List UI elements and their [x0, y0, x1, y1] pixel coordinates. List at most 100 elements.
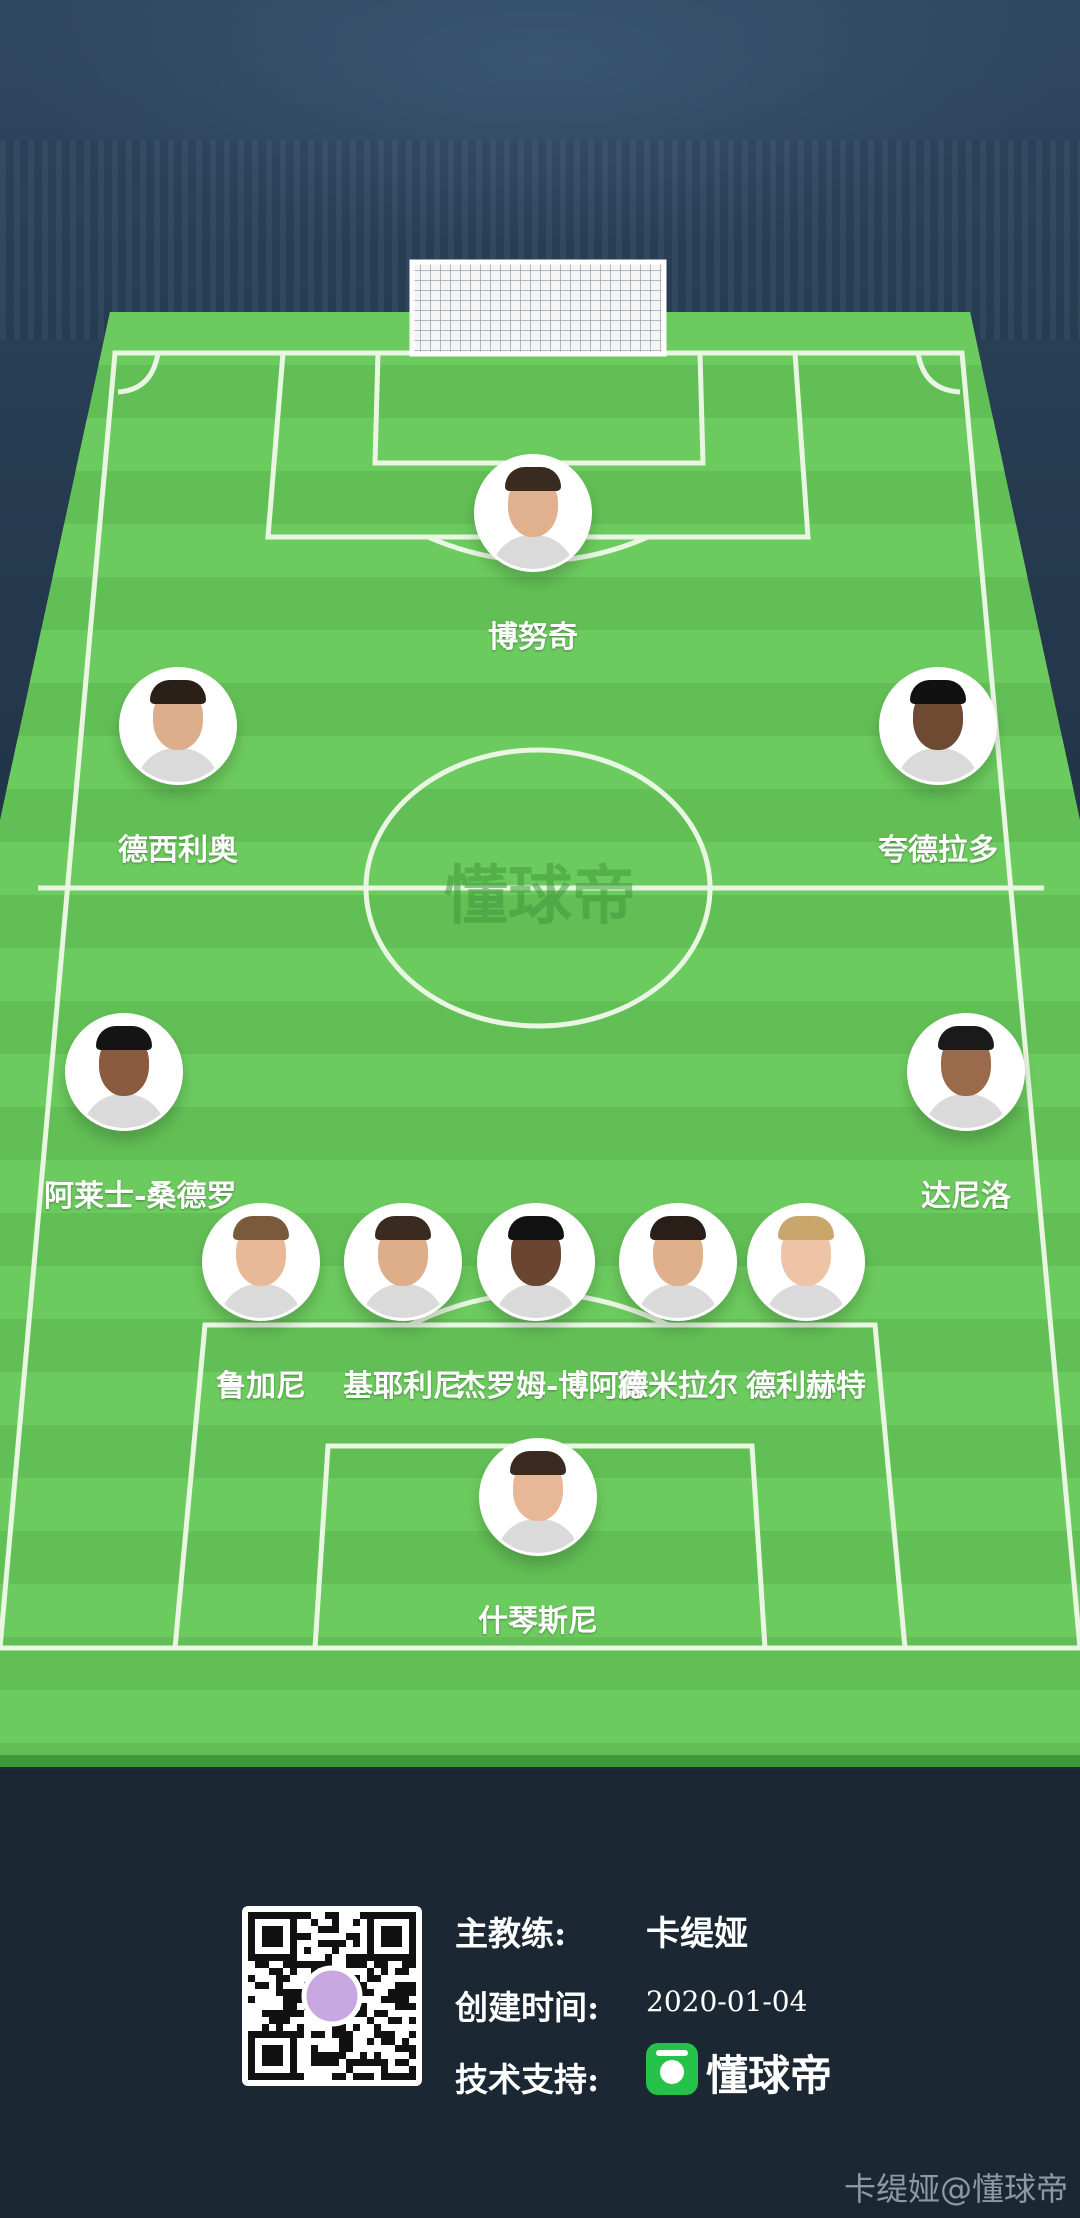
qr-module: [381, 1961, 388, 1968]
qr-module: [276, 2024, 283, 2031]
qr-module: [283, 2003, 290, 2010]
player-10[interactable]: 德利赫特: [726, 1203, 886, 1405]
player-5[interactable]: 达尼洛: [886, 1013, 1046, 1215]
qr-module: [332, 1919, 339, 1926]
qr-module: [255, 1961, 262, 1968]
player-8[interactable]: 杰罗姆-博阿滕: [456, 1203, 648, 1405]
qr-module: [402, 2003, 409, 2010]
player-avatar[interactable]: [119, 667, 237, 785]
player-avatar[interactable]: [474, 454, 592, 572]
qr-module: [325, 1940, 332, 1947]
qr-module: [339, 2073, 346, 2080]
qr-module: [409, 1982, 416, 1989]
qr-module: [409, 1961, 416, 1968]
avatar-shirt: [491, 535, 575, 569]
qr-module: [381, 1968, 388, 1975]
avatar-hair: [508, 1216, 564, 1240]
qr-module: [367, 2017, 374, 2024]
player-11[interactable]: 什琴斯尼: [458, 1438, 618, 1640]
player-7[interactable]: 基耶利尼: [323, 1203, 483, 1405]
qr-module: [325, 1912, 332, 1919]
qr-module: [276, 1982, 283, 1989]
qr-module: [360, 1954, 367, 1961]
qr-module: [276, 1989, 283, 1996]
player-4[interactable]: 阿莱士-桑德罗: [44, 1013, 236, 1215]
qr-module: [262, 2024, 269, 2031]
qr-module: [346, 1961, 353, 1968]
avatar-shirt: [361, 1284, 445, 1318]
qr-module: [367, 1989, 374, 1996]
player-avatar[interactable]: [747, 1203, 865, 1321]
info-panel: [0, 1770, 1080, 2218]
avatar-hair: [150, 680, 206, 704]
qr-module: [346, 2045, 353, 2052]
qr-module: [395, 2003, 402, 2010]
avatar-shirt: [896, 748, 980, 782]
qr-module: [290, 2010, 297, 2017]
qr-module: [381, 2031, 388, 2038]
qr-module: [409, 2031, 416, 2038]
player-avatar[interactable]: [619, 1203, 737, 1321]
qr-module: [367, 2038, 374, 2045]
avatar-shirt: [924, 1094, 1008, 1128]
corner-arc-top-left: [117, 352, 161, 395]
qr-module: [325, 1954, 332, 1961]
qr-module: [395, 1982, 402, 1989]
bottom-penalty-box: [172, 1322, 908, 1651]
qr-code[interactable]: [242, 1906, 422, 2086]
avatar-shirt: [219, 1284, 303, 1318]
avatar-shirt: [764, 1284, 848, 1318]
player-avatar[interactable]: [479, 1438, 597, 1556]
player-avatar[interactable]: [65, 1013, 183, 1131]
qr-module: [374, 2052, 381, 2059]
player-avatar[interactable]: [907, 1013, 1025, 1131]
qr-module: [360, 1989, 367, 1996]
player-1[interactable]: 博努奇: [453, 454, 613, 656]
qr-module: [290, 2003, 297, 2010]
player-9[interactable]: 德米拉尔: [598, 1203, 758, 1405]
tech-support-brand[interactable]: 懂球帝: [706, 2051, 833, 2100]
qr-module: [269, 2010, 276, 2017]
qr-module: [353, 1919, 360, 1926]
qr-module: [402, 1989, 409, 1996]
dongqiudi-logo-icon[interactable]: [646, 2043, 698, 2095]
qr-module: [388, 1996, 395, 2003]
qr-module: [374, 2059, 381, 2066]
qr-module: [346, 2038, 353, 2045]
qr-module: [381, 2066, 388, 2073]
player-6[interactable]: 鲁加尼: [181, 1203, 341, 1405]
tech-support-label: 技术支持:: [455, 2060, 600, 2099]
bottom-goal-box: [312, 1443, 768, 1651]
qr-module: [374, 1961, 381, 1968]
qr-module: [353, 1940, 360, 1947]
qr-finder: [381, 1926, 402, 1947]
qr-module: [283, 1996, 290, 2003]
qr-module: [290, 1996, 297, 2003]
player-name: 德米拉尔: [618, 1369, 738, 1404]
qr-module: [325, 1961, 332, 1968]
avatar-shirt: [496, 1519, 580, 1553]
coach-label: 主教练:: [455, 1914, 567, 1953]
qr-module: [283, 2017, 290, 2024]
qr-module: [360, 2059, 367, 2066]
player-avatar[interactable]: [477, 1203, 595, 1321]
player-3[interactable]: 夸德拉多: [858, 667, 1018, 869]
qr-module: [346, 2031, 353, 2038]
qr-finder: [262, 2045, 283, 2066]
player-avatar[interactable]: [202, 1203, 320, 1321]
player-2[interactable]: 德西利奥: [98, 667, 258, 869]
qr-module: [276, 1968, 283, 1975]
qr-module: [346, 2059, 353, 2066]
qr-module: [388, 2038, 395, 2045]
player-avatar[interactable]: [879, 667, 997, 785]
player-avatar[interactable]: [344, 1203, 462, 1321]
qr-module: [346, 2066, 353, 2073]
qr-module: [283, 1961, 290, 1968]
football-icon: [660, 2060, 684, 2084]
qr-module: [409, 2073, 416, 2080]
qr-module: [395, 2045, 402, 2052]
avatar-hair: [375, 1216, 431, 1240]
pitch-watermark: 懂球帝: [444, 860, 636, 934]
qr-module: [353, 2059, 360, 2066]
